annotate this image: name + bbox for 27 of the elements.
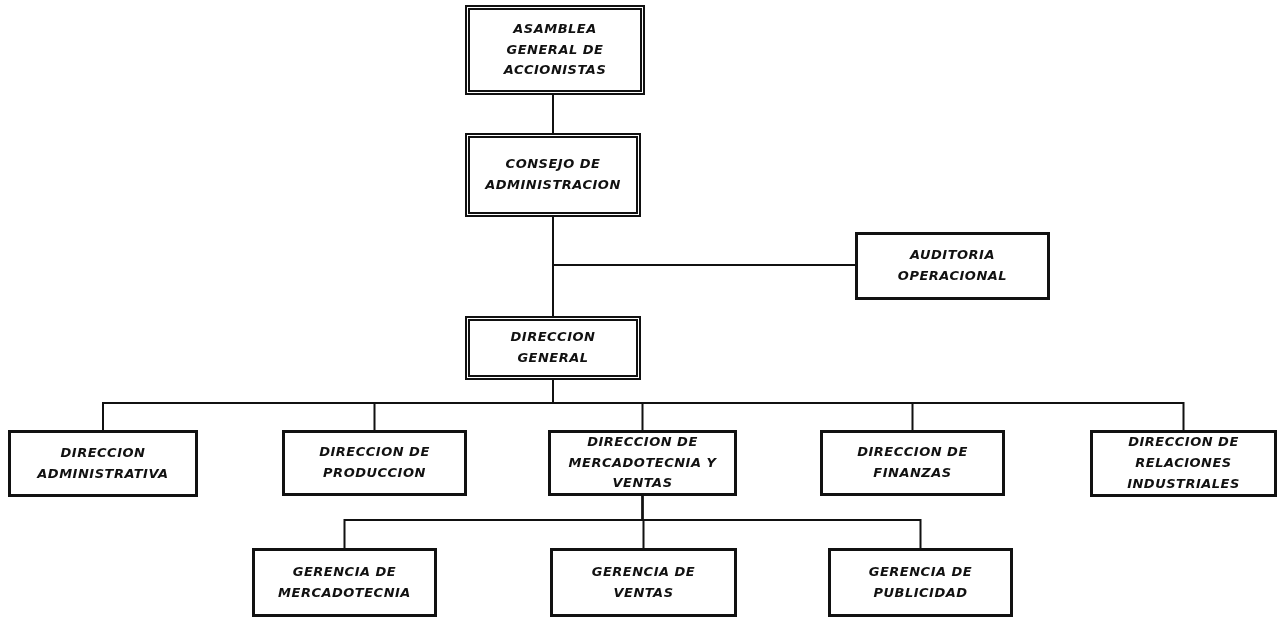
box-label: AUDITORIA OPERACIONAL (896, 246, 1009, 285)
box-label: DIRECCION DE RELACIONES INDUSTRIALES (1126, 433, 1241, 493)
org-box (1090, 430, 1277, 497)
org-box (548, 430, 737, 496)
box-label: GERENCIA DE PUBLICIDAD (867, 562, 974, 602)
box-label: DIRECCION DE PRODUCCION (318, 443, 431, 482)
box-label: GERENCIA DE MERCADOTECNIA (277, 562, 412, 602)
box-label: DIRECCION DE MERCADOTECNIA Y VENTAS (567, 432, 718, 493)
org-box (465, 5, 645, 95)
org-box (282, 430, 467, 496)
org-box (855, 232, 1050, 300)
org-box (465, 316, 641, 380)
org-box (550, 548, 737, 617)
box-label: DIRECCION ADMINISTRATIVA (35, 443, 170, 483)
org-box (252, 548, 437, 617)
connector-line (552, 94, 554, 134)
org-box (8, 430, 198, 497)
connector-line (641, 495, 922, 549)
org-box (465, 133, 641, 217)
box-label: DIRECCION GENERAL (509, 328, 597, 367)
org-box (828, 548, 1013, 617)
box-label: ASAMBLEA GENERAL DE ACCIONISTAS (502, 19, 608, 80)
org-box (820, 430, 1005, 496)
box-label: DIRECCION DE FINANZAS (856, 443, 969, 482)
connector-line (552, 216, 856, 266)
box-label: CONSEJO DE ADMINISTRACION (483, 155, 622, 194)
box-label: GERENCIA DE VENTAS (590, 562, 697, 602)
